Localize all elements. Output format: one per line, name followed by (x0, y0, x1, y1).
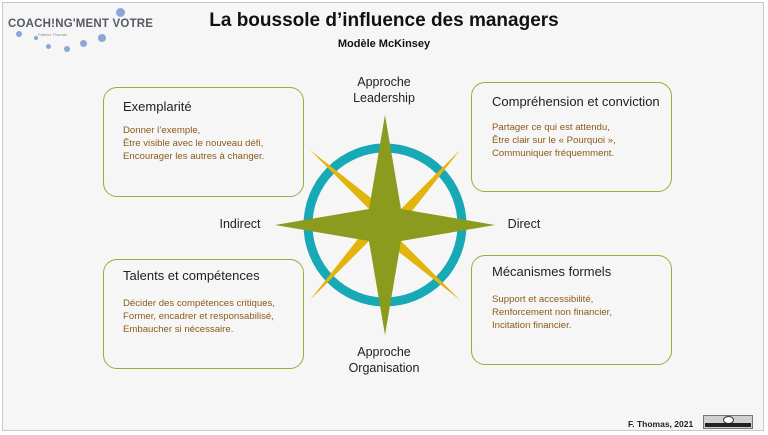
page-subtitle: Modèle McKinsey (337, 38, 431, 50)
author-credit: F. Thomas, 2021 (628, 419, 694, 429)
axis-label-left: Indirect (219, 217, 261, 231)
axis-label-line: Leadership (353, 91, 415, 105)
box-mecanismes-formels: Mécanismes formels Support et accessibil… (471, 255, 672, 365)
box-body: Partager ce qui est attendu, Être clair … (492, 121, 616, 160)
box-exemplarite: Exemplarité Donner l’exemple, Être visib… (103, 87, 304, 197)
box-title: Exemplarité (123, 99, 192, 114)
cc-strip (705, 423, 751, 427)
box-title: Compréhension et conviction (492, 94, 660, 109)
logo-text: COACH!NG'MENT VOTRE (8, 18, 154, 30)
box-line: Être clair sur le « Pourquoi », (492, 135, 616, 146)
box-body: Donner l’exemple, Être visible avec le n… (123, 124, 264, 163)
box-line: Former, encadrer et responsabilisé, (123, 311, 274, 322)
box-talents-competences: Talents et compétences Décider des compé… (103, 259, 304, 369)
compass-main-star (275, 115, 495, 335)
box-line: Être visible avec le nouveau défi, (123, 138, 264, 149)
logo-dot (34, 36, 38, 40)
logo: COACH!NG'MENT VOTRE Fabrice Thomas (4, 4, 154, 54)
box-body: Support et accessibilité, Renforcement n… (492, 293, 612, 332)
axis-label-bottom: Approche Organisation (334, 344, 434, 376)
box-line: Embaucher si nécessaire. (123, 324, 234, 335)
box-line: Renforcement non financier, (492, 307, 612, 318)
logo-dot (46, 44, 51, 49)
axis-label-line: Approche (357, 75, 411, 89)
box-comprehension-conviction: Compréhension et conviction Partager ce … (471, 82, 672, 192)
logo-dot (116, 8, 125, 17)
box-title: Mécanismes formels (492, 264, 612, 279)
box-line: Encourager les autres à changer. (123, 151, 265, 162)
box-line: Décider des compétences critiques, (123, 298, 275, 309)
box-line: Partager ce qui est attendu, (492, 122, 610, 133)
box-line: Incitation financier. (492, 320, 572, 331)
logo-dot (64, 46, 70, 52)
axis-label-line: Approche (357, 345, 411, 359)
box-line: Donner l’exemple, (123, 125, 201, 136)
box-body: Décider des compétences critiques, Forme… (123, 297, 275, 336)
logo-dot (98, 34, 106, 42)
creative-commons-badge (703, 415, 753, 429)
compass-graphic (275, 115, 495, 335)
box-title: Talents et compétences (123, 268, 260, 283)
box-line: Support et accessibilité, (492, 294, 594, 305)
logo-subtext: Fabrice Thomas (38, 32, 67, 37)
axis-label-right: Direct (507, 217, 541, 231)
box-line: Communiquer fréquemment. (492, 148, 615, 159)
logo-dot (80, 40, 87, 47)
logo-dot (16, 31, 22, 37)
page-title: La boussole d’influence des managers (209, 10, 559, 31)
axis-label-line: Organisation (348, 361, 420, 375)
axis-label-top: Approche Leadership (334, 74, 434, 106)
